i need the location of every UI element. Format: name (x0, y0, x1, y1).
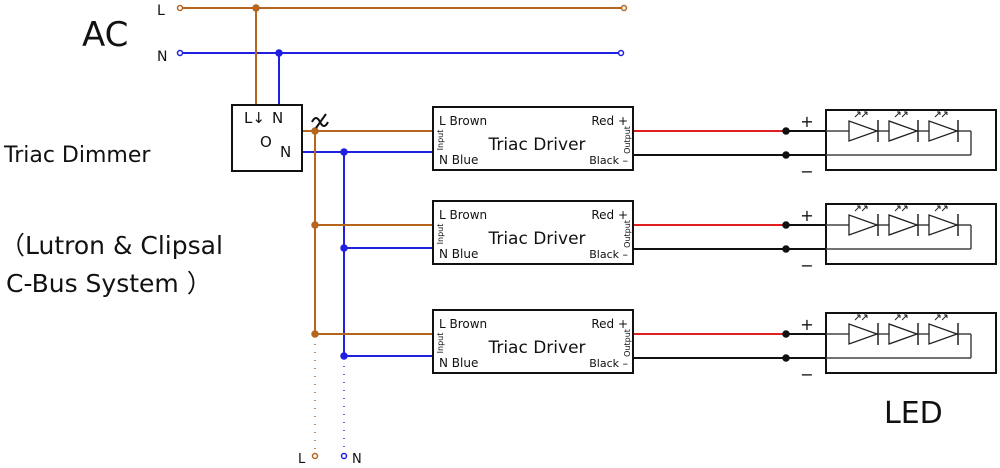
led-module: +− (800, 203, 997, 275)
light-emission-icon (934, 205, 948, 212)
driver-output-pos-label: Red + (591, 317, 628, 331)
negative-junction-dot (782, 354, 790, 362)
driver-output-neg-label: Black – (589, 248, 628, 261)
driver-input-tag: Input (436, 333, 445, 354)
led-module-box (825, 203, 997, 265)
led-minus-label: − (800, 256, 813, 275)
supply-n-label: N (157, 49, 167, 65)
neutral-bus-junction (340, 244, 348, 252)
led-modules: +−+−+− (800, 109, 997, 384)
driver-name: Triac Driver (487, 135, 585, 155)
triac-driver: L Brown N Blue Triac Driver Red + Black – Inp… (432, 106, 634, 171)
driver-input-tag: Input (436, 224, 445, 245)
led-diode-icon (928, 323, 959, 345)
positive-junction-dot (782, 127, 790, 135)
negative-junction-dot (782, 151, 790, 159)
light-emission-icon (894, 314, 908, 321)
driver-output-pos-label: Red + (591, 208, 628, 222)
triac-driver-box (432, 309, 634, 374)
continuation-neutral-terminal (340, 452, 348, 460)
led-minus-label: − (800, 365, 813, 384)
supply-l-label: L (157, 3, 165, 19)
driver-input-n-label: N Blue (439, 356, 478, 370)
led-label: LED (884, 396, 943, 431)
driver-output-pos-label: Red + (591, 114, 628, 128)
neutral-junction-dot (275, 49, 283, 57)
neutral-bus-junction (340, 148, 348, 156)
positive-junction-dot (782, 330, 790, 338)
continuation-l-label: L (298, 452, 306, 467)
dimmer-title: Triac Dimmer (3, 143, 151, 168)
light-emission-icon (894, 111, 908, 118)
triac-dimmer-box (231, 104, 303, 172)
driver-name: Triac Driver (487, 229, 585, 249)
led-minus-label: − (800, 162, 813, 181)
live-bus-junction (311, 127, 319, 135)
led-module: +− (800, 312, 997, 384)
light-emission-icon (934, 314, 948, 321)
led-module: +− (800, 109, 997, 181)
driver-output-neg-label: Black – (589, 154, 628, 167)
driver-input-l-label: L Brown (439, 317, 487, 331)
driver-input-l-label: L Brown (439, 208, 487, 222)
driver-input-n-label: N Blue (439, 247, 478, 261)
light-emission-icon (854, 205, 868, 212)
dimmer-terminal-l: L↓ (244, 109, 265, 127)
continuation-live-terminal (311, 452, 319, 460)
dimmer-terminal-n-out: N (280, 143, 291, 161)
triac-driver: L Brown N Blue Triac Driver Red + Black – Inp… (432, 309, 634, 374)
dimmer-terminal-n-in: N (272, 109, 283, 127)
dimmer-subtitle-line2: C-Bus System ） (6, 269, 212, 298)
triac-driver: L Brown N Blue Triac Driver Red + Black – Inp… (432, 200, 634, 265)
positive-junction-dot (782, 221, 790, 229)
mains-neutral-terminal (176, 49, 184, 57)
led-plus-label: + (800, 112, 813, 131)
led-diode-icon (888, 323, 919, 345)
led-plus-label: + (800, 315, 813, 334)
led-module-box (825, 312, 997, 374)
mains-live-terminal (176, 4, 184, 12)
live-junction-dot (252, 4, 260, 12)
live-bus-junction (311, 330, 319, 338)
led-module-box (825, 109, 997, 171)
driver-input-n-label: N Blue (439, 153, 478, 167)
led-diode-icon (928, 120, 959, 142)
driver-output-tag: Output (623, 126, 632, 154)
led-diode-icon (928, 214, 959, 236)
led-diode-icon (848, 323, 879, 345)
live-bus-junction (311, 221, 319, 229)
mains-neutral-end-terminal (617, 49, 625, 57)
led-plus-label: + (800, 206, 813, 225)
triac-driver-box (432, 200, 634, 265)
driver-output-tag: Output (623, 329, 632, 357)
ac-label: AC (82, 15, 128, 55)
driver-name: Triac Driver (487, 338, 585, 358)
mains-live-end-terminal (620, 4, 628, 12)
light-emission-icon (934, 111, 948, 118)
dimmer-subtitle-line1: （Lutron & Clipsal (0, 231, 223, 260)
driver-output-tag: Output (623, 220, 632, 248)
led-diode-icon (848, 214, 879, 236)
driver-input-l-label: L Brown (439, 114, 487, 128)
neutral-bus-junction (340, 352, 348, 360)
driver-input-tag: Input (436, 130, 445, 151)
led-diode-icon (888, 120, 919, 142)
dimmer-terminal-o: O (260, 133, 272, 151)
continuation-n-label: N (352, 452, 362, 467)
triac-driver-box (432, 106, 634, 171)
negative-junction-dot (782, 245, 790, 253)
light-emission-icon (894, 205, 908, 212)
wires (176, 4, 826, 460)
driver-output-neg-label: Black – (589, 357, 628, 370)
led-diode-icon (848, 120, 879, 142)
led-diode-icon (888, 214, 919, 236)
dimmer-symbol-icon (311, 113, 329, 129)
light-emission-icon (854, 314, 868, 321)
light-emission-icon (854, 111, 868, 118)
